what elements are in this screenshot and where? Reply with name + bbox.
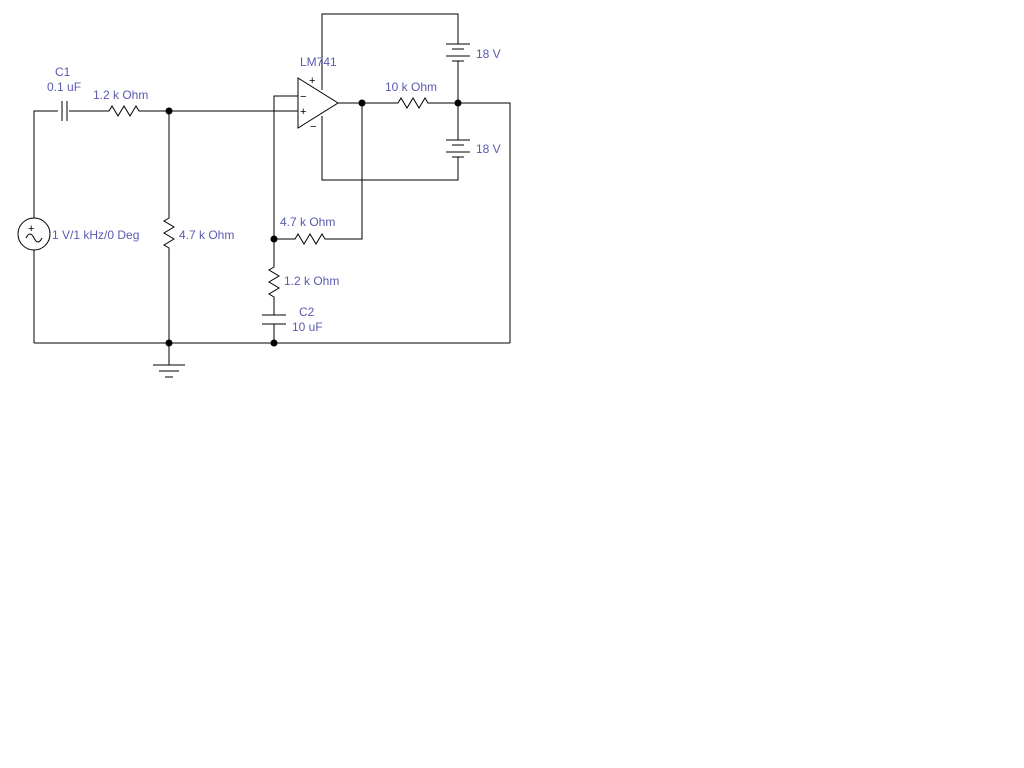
battery-bottom[interactable] — [446, 138, 470, 162]
wire-r-feedback-to-output — [328, 103, 363, 240]
r-output-value-label: 10 k Ohm — [385, 80, 437, 94]
opamp-pin-minus: − — [300, 91, 306, 103]
wire-right-return — [458, 102, 511, 343]
resistor-r-gain[interactable] — [268, 264, 280, 299]
resistor-r-feedback[interactable] — [292, 233, 328, 245]
opamp-pin-bottom-minus: − — [310, 121, 316, 133]
ground-icon — [153, 364, 185, 378]
c2-name-label: C2 — [299, 305, 315, 319]
battery-top[interactable] — [446, 40, 470, 66]
junctions — [165, 99, 462, 347]
battery-top-value-label: 18 V — [476, 47, 501, 61]
opamp-lm741[interactable] — [297, 77, 339, 129]
wires — [33, 13, 511, 365]
sine-wave-icon — [25, 233, 43, 243]
battery-bottom-value-label: 18 V — [476, 142, 501, 156]
wire-vplus-supply — [321, 13, 459, 86]
opamp-pin-top-plus: + — [309, 75, 315, 87]
r-input-value-label: 1.2 k Ohm — [93, 88, 148, 102]
c2-value-label: 10 uF — [292, 320, 323, 334]
junction-ground-left — [165, 339, 173, 347]
resistor-r-output[interactable] — [395, 97, 430, 109]
junction-ground-right — [270, 339, 278, 347]
source-value-label: 1 V/1 kHz/0 Deg — [52, 228, 139, 242]
opamp-pin-plus: + — [300, 106, 306, 118]
junction-output-node — [358, 99, 366, 107]
r-gain-value-label: 1.2 k Ohm — [284, 274, 339, 288]
r-feedback-value-label: 4.7 k Ohm — [280, 215, 335, 229]
labels: C1 0.1 uF 1.2 k Ohm 1 V/1 kHz/0 Deg + 4.… — [28, 47, 501, 334]
ac-voltage-source[interactable] — [17, 217, 51, 251]
capacitor-c2[interactable] — [262, 314, 286, 325]
junction-node-b — [270, 235, 278, 243]
source-polarity-sign: + — [28, 223, 34, 235]
opamp-name-label: LM741 — [300, 55, 337, 69]
resistor-r-input[interactable] — [106, 105, 140, 117]
junction-node-a — [165, 107, 173, 115]
c1-value-label: 0.1 uF — [47, 80, 81, 94]
resistor-r-shunt[interactable] — [163, 215, 175, 250]
wire-vminus-supply — [321, 120, 459, 181]
c1-name-label: C1 — [55, 65, 71, 79]
capacitor-c1[interactable] — [61, 101, 68, 121]
r-shunt-value-label: 4.7 k Ohm — [179, 228, 234, 242]
junction-node-c — [454, 99, 462, 107]
wire-opamp-minus-to-node-b — [273, 95, 298, 239]
wire-source-to-c1 — [33, 110, 58, 218]
